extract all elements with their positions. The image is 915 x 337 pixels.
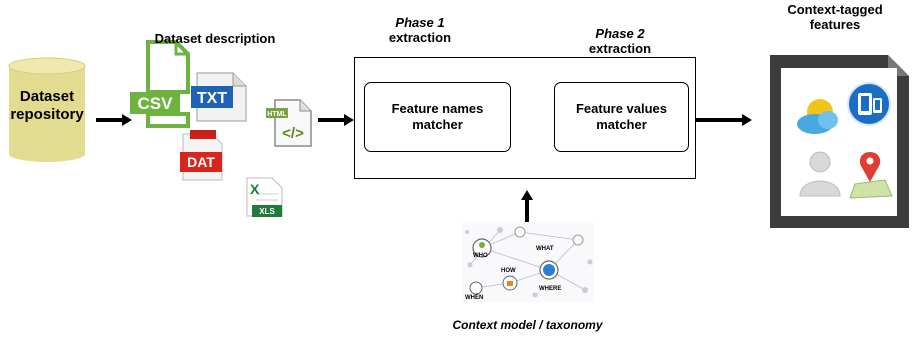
repository-label: Dataset repository	[9, 88, 85, 124]
phase1-sub: extraction	[388, 30, 452, 45]
csv-label: CSV	[138, 94, 174, 113]
taxonomy-illustration: WHO WHAT HOW WHERE WHEN	[462, 222, 594, 302]
phase2-title: Phase 2	[595, 26, 645, 41]
feature-values-matcher-box: Feature values matcher	[554, 82, 689, 152]
phase1-label: Phase 1 extraction	[370, 15, 470, 45]
weather-icon	[797, 99, 838, 134]
html-code-label: </>	[282, 125, 304, 142]
map-pin-icon	[849, 152, 893, 199]
user-icon	[799, 151, 841, 197]
when-word: WHEN	[465, 295, 483, 301]
csv-file-icon: CSV	[130, 40, 190, 128]
clock-icon	[469, 281, 483, 295]
phase1-title: Phase 1	[395, 15, 445, 30]
html-tag-label: HTML	[267, 111, 287, 118]
phase2-sub: extraction	[588, 41, 652, 56]
devices-icon	[847, 82, 891, 126]
dat-label: DAT	[187, 154, 215, 170]
feature-names-line2: matcher	[412, 117, 463, 132]
arrow-repo-to-files	[96, 114, 132, 126]
feature-values-line1: Feature values	[575, 101, 668, 116]
html-file-icon: HTML </>	[266, 99, 312, 147]
arrow-files-to-phase1	[318, 114, 354, 126]
repository-line2: repository	[10, 106, 84, 123]
context-features-document-icon	[770, 55, 909, 228]
how-word: HOW	[501, 268, 516, 274]
dataset-description-label: Dataset description	[154, 31, 276, 46]
feature-names-matcher-box: Feature names matcher	[364, 82, 511, 152]
what-word: WHAT	[536, 246, 554, 252]
context-tagged-line2: features	[809, 17, 861, 32]
feature-values-line2: matcher	[596, 117, 647, 132]
xls-file-icon: X XLS	[246, 177, 283, 217]
txt-file-icon: TXT	[191, 72, 247, 122]
database-icon	[8, 57, 86, 162]
txt-label: TXT	[197, 90, 227, 107]
xls-letter: X	[250, 181, 260, 197]
context-tagged-label: Context-tagged features	[760, 2, 910, 32]
feature-names-line1: Feature names	[391, 101, 484, 116]
arrow-phase2-to-output	[695, 114, 752, 126]
dat-file-icon: DAT	[180, 130, 223, 181]
repository-line1: Dataset	[19, 88, 75, 105]
who-word: WHO	[473, 253, 488, 259]
context-model-label: Context model / taxonomy	[452, 318, 603, 332]
arrow-taxonomy-to-phases	[521, 190, 533, 222]
phase2-label: Phase 2 extraction	[570, 26, 670, 56]
context-tagged-line1: Context-tagged	[787, 2, 883, 17]
where-word: WHERE	[539, 286, 561, 292]
xls-label: XLS	[259, 207, 275, 216]
